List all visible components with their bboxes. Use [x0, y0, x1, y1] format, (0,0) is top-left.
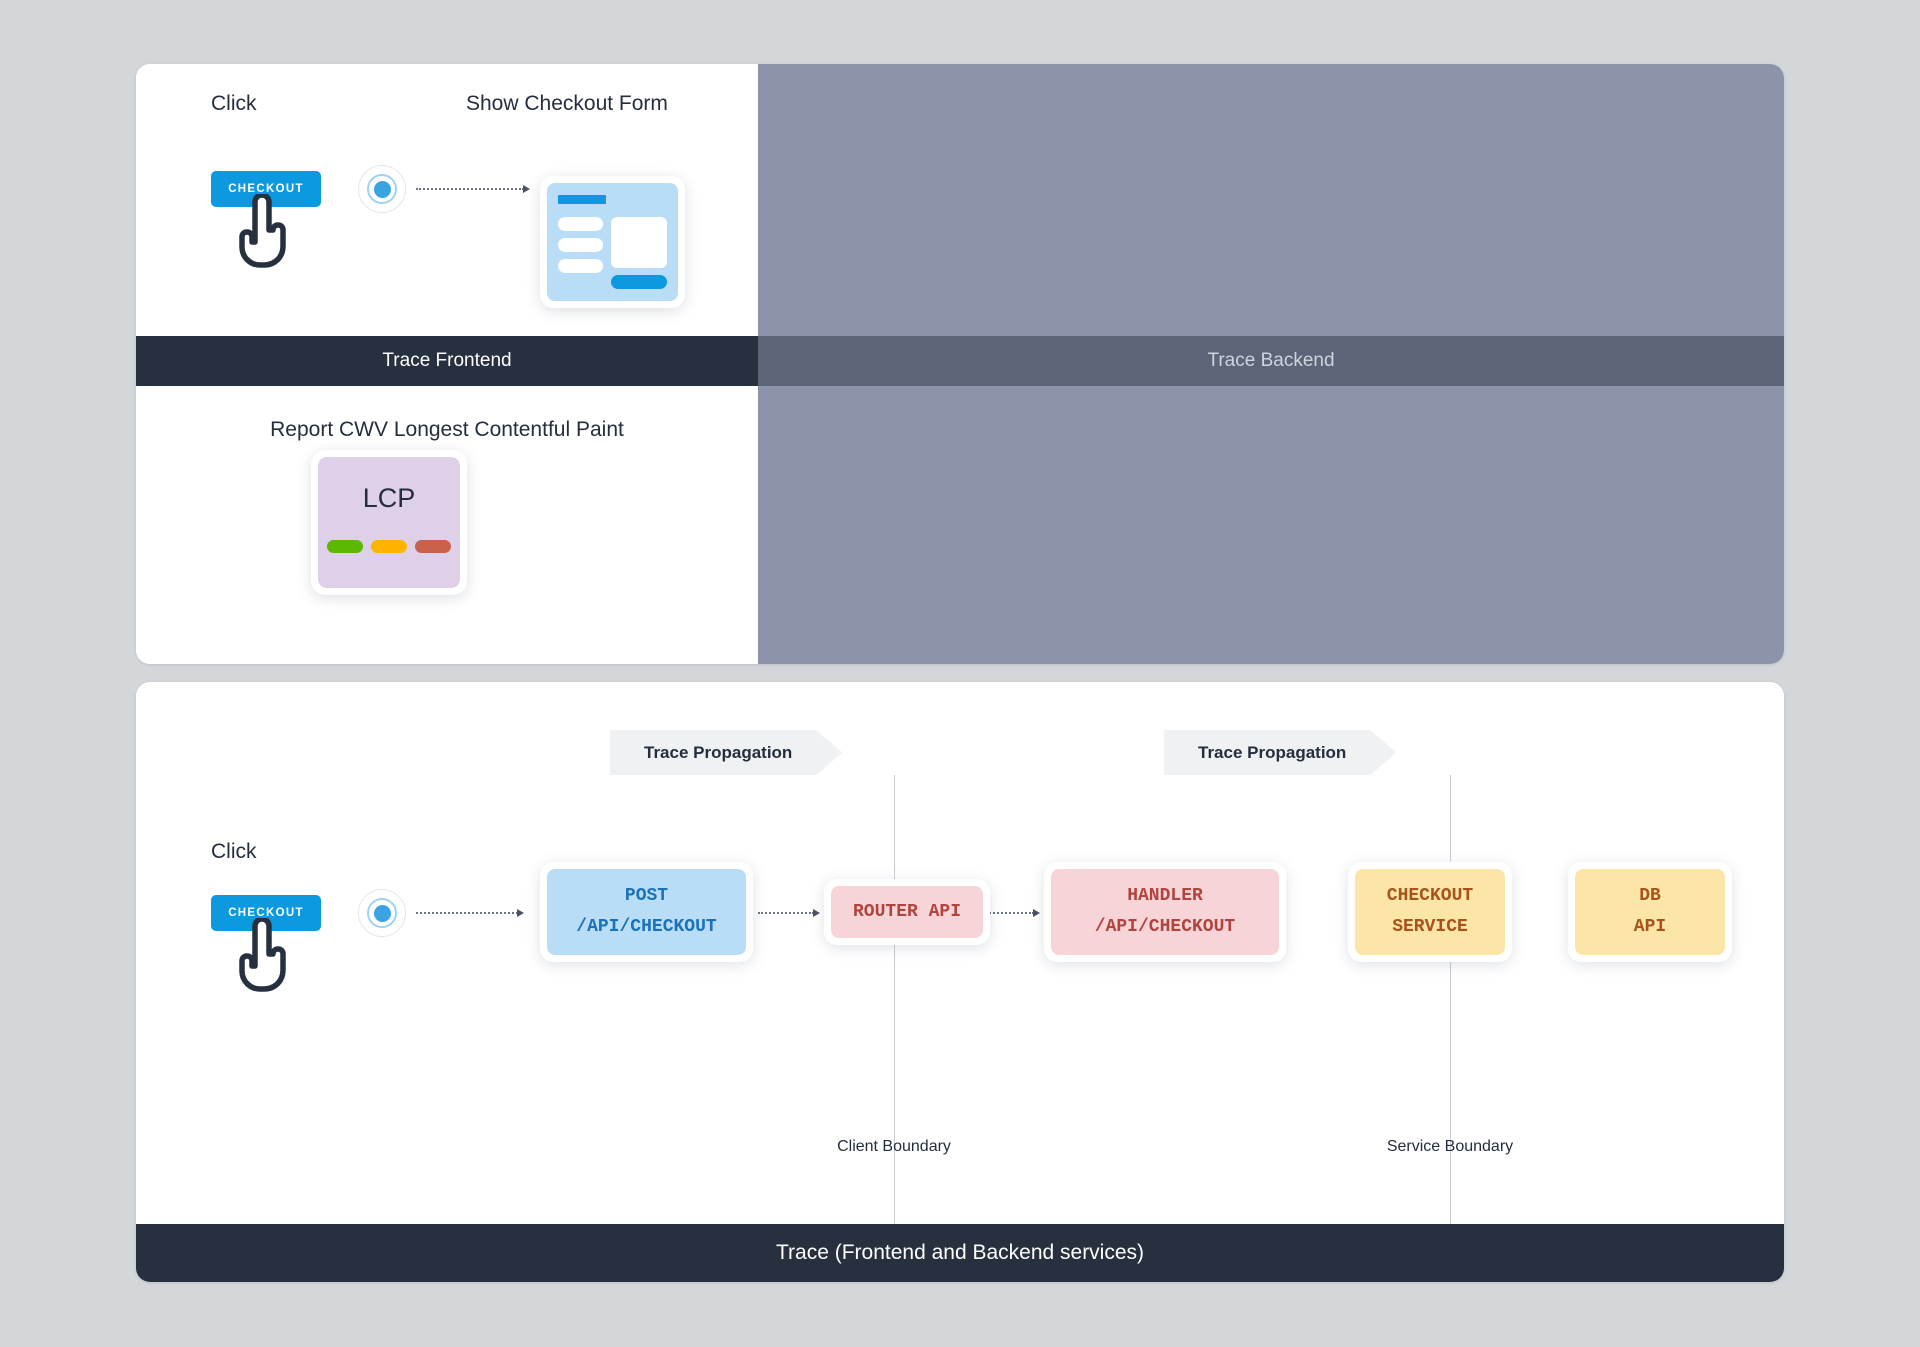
span-body: DB API: [1575, 869, 1725, 955]
span-db-api[interactable]: DB API: [1568, 862, 1732, 962]
span-checkout-service[interactable]: CHECKOUT SERVICE: [1348, 862, 1512, 962]
span-body: CHECKOUT SERVICE: [1355, 869, 1505, 955]
client-boundary-label: Client Boundary: [837, 1138, 951, 1155]
lcp-bar-good: [327, 540, 363, 553]
span-body: ROUTER API: [831, 886, 983, 938]
lcp-bar-poor: [415, 540, 451, 553]
click-label: Click: [211, 92, 257, 115]
trace-propagation-tag-1: Trace Propagation: [610, 730, 842, 775]
cwv-title: Report CWV Longest Contentful Paint: [270, 418, 624, 441]
show-checkout-form-label: Show Checkout Form: [466, 92, 668, 115]
span-handler-api-checkout[interactable]: HANDLER /API/CHECKOUT: [1044, 862, 1286, 962]
click-label-bottom: Click: [211, 840, 257, 863]
trace-backend-bar: Trace Backend: [758, 336, 1784, 386]
trace-frontend-bar: Trace Frontend: [136, 336, 758, 386]
dotted-arrow-icon-3: [978, 909, 1040, 917]
radio-ring: [367, 898, 397, 928]
radio-selected-icon[interactable]: [358, 165, 406, 213]
dotted-arrow-icon: [416, 185, 530, 193]
frontend-column: Click Show Checkout Form CHECKOUT: [136, 64, 758, 664]
lcp-card-body: LCP: [318, 457, 460, 588]
form-header-accent: [558, 195, 606, 204]
span-post-api-checkout[interactable]: POST /API/CHECKOUT: [540, 862, 753, 962]
form-submit-button: [611, 275, 667, 289]
frontend-cwv-row: Report CWV Longest Contentful Paint LCP: [136, 386, 758, 664]
dotted-arrow-icon-2: [758, 909, 820, 917]
form-summary-block: [611, 217, 667, 268]
full-trace-panel: Trace Propagation Trace Propagation Clie…: [136, 682, 1784, 1282]
span-line-1: CHECKOUT: [1386, 886, 1474, 907]
trace-propagation-tag-2: Trace Propagation: [1164, 730, 1396, 775]
checkout-form-card: [540, 176, 685, 308]
span-line-2: /API/CHECKOUT: [576, 917, 717, 937]
span-router-api[interactable]: ROUTER API: [824, 879, 990, 945]
lcp-card: LCP: [311, 450, 467, 595]
pointer-hand-icon-bottom: [233, 916, 291, 992]
client-boundary-line: [894, 775, 895, 1227]
span-body: POST /API/CHECKOUT: [547, 869, 746, 955]
span-line-2: /API/CHECKOUT: [1094, 917, 1236, 937]
frontend-interaction-row: Click Show Checkout Form CHECKOUT: [136, 64, 758, 336]
form-field: [558, 238, 603, 252]
trace-footer-bar: Trace (Frontend and Backend services): [136, 1224, 1784, 1282]
lcp-bar-needs-improvement: [371, 540, 407, 553]
span-line-1: ROUTER API: [852, 901, 962, 922]
lcp-label: LCP: [362, 483, 416, 513]
span-line-1: HANDLER: [1127, 886, 1203, 907]
span-body: HANDLER /API/CHECKOUT: [1051, 869, 1279, 955]
backend-column-overlay: Trace Backend: [758, 64, 1784, 664]
form-field: [558, 259, 603, 273]
lcp-rating-bars: [327, 540, 451, 553]
service-boundary-label: Service Boundary: [1386, 1138, 1514, 1155]
frontend-backend-panel: Click Show Checkout Form CHECKOUT: [136, 64, 1784, 664]
span-line-1: POST: [624, 886, 669, 907]
checkout-form-body: [547, 183, 678, 301]
form-field: [558, 217, 603, 231]
radio-ring: [367, 174, 397, 204]
span-line-2: API: [1633, 917, 1667, 937]
span-line-2: SERVICE: [1392, 917, 1468, 937]
dotted-arrow-icon-1: [416, 909, 524, 917]
radio-selected-icon-bottom[interactable]: [358, 889, 406, 937]
radio-dot: [373, 904, 391, 922]
radio-dot: [373, 180, 391, 198]
service-boundary-line: [1450, 775, 1451, 1227]
pointer-hand-icon: [233, 192, 291, 268]
span-line-1: DB: [1639, 886, 1661, 907]
